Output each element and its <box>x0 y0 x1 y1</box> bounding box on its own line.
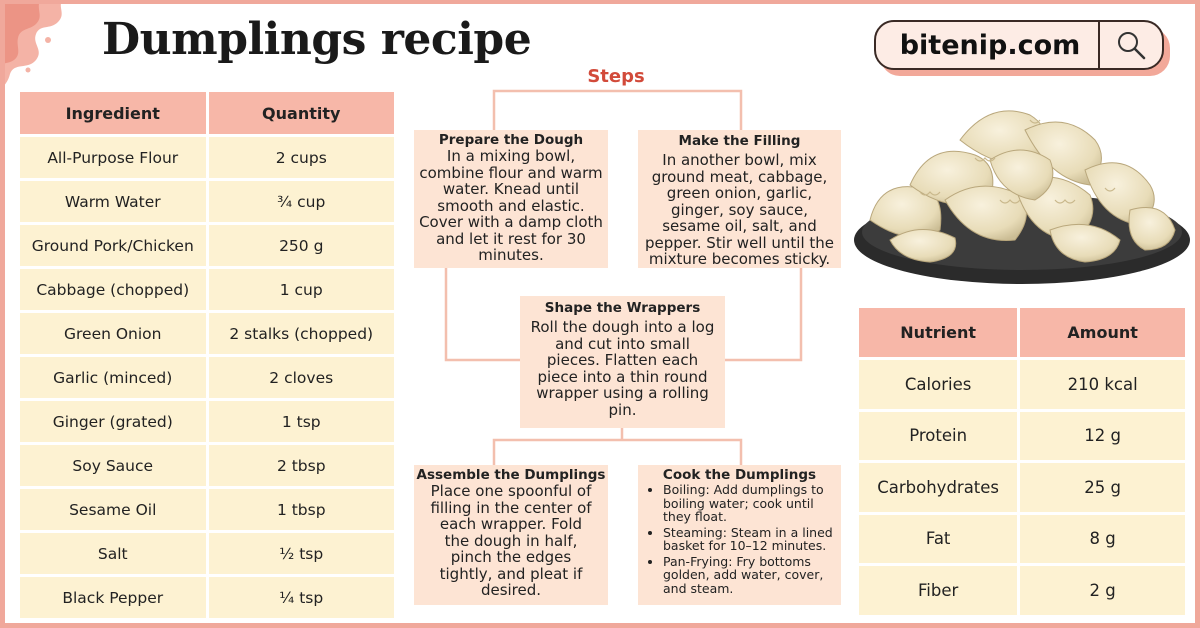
ingredient-value-cell: 1 tsp <box>208 401 394 442</box>
table-row: Ginger (grated)1 tsp <box>20 401 394 442</box>
list-item: Pan-Frying: Fry bottoms golden, add wate… <box>663 554 835 596</box>
step-heading: Make the Filling <box>678 133 801 149</box>
column-header-ingredient: Ingredient <box>20 92 206 134</box>
step-heading: Shape the Wrappers <box>544 300 701 316</box>
step-text: In a mixing bowl, combine flour and warm… <box>419 147 603 264</box>
brand-search-bar[interactable]: bitenip.com <box>874 20 1164 70</box>
corner-splash-decoration <box>0 0 62 90</box>
nutrition-header-row: Nutrient Amount <box>859 308 1185 357</box>
step-text: Place one spoonful of filling in the cen… <box>430 482 592 599</box>
dumplings-plate-image <box>854 110 1190 284</box>
list-item: Steaming: Steam in a lined basket for 10… <box>663 525 835 553</box>
brand-name: bitenip.com <box>899 29 1081 61</box>
ingredient-value-cell: 2 cups <box>208 137 394 178</box>
table-row: Cabbage (chopped)1 cup <box>20 269 394 310</box>
nutrient-name-cell: Calories <box>859 360 1018 409</box>
nutrient-name-cell: Carbohydrates <box>859 463 1018 512</box>
step-shape-wrappers: Shape the Wrappers Roll the dough into a… <box>520 296 725 428</box>
ingredient-value-cell: 1 cup <box>208 269 394 310</box>
ingredient-name-cell: Green Onion <box>20 313 206 354</box>
nutrient-value-cell: 25 g <box>1020 463 1185 512</box>
nutrient-name-cell: Fat <box>859 514 1018 563</box>
step-assemble-dumplings: Assemble the Dumplings Place one spoonfu… <box>414 465 608 605</box>
ingredient-name-cell: Salt <box>20 533 206 574</box>
step-heading: Assemble the Dumplings <box>416 467 606 483</box>
steps-title: Steps <box>587 66 645 87</box>
step-heading: Cook the Dumplings <box>662 467 817 483</box>
ingredient-name-cell: Sesame Oil <box>20 489 206 530</box>
ingredients-header-row: Ingredient Quantity <box>20 92 394 134</box>
page-title: Dumplings recipe <box>102 14 532 65</box>
ingredient-value-cell: 2 tbsp <box>208 445 394 486</box>
search-icon[interactable] <box>1100 22 1162 68</box>
nutrient-name-cell: Protein <box>859 411 1018 460</box>
list-item: Boiling: Add dumplings to boiling water;… <box>663 483 835 524</box>
ingredient-name-cell: All-Purpose Flour <box>20 137 206 178</box>
step-text: Roll the dough into a log and cut into s… <box>530 318 715 419</box>
nutrient-value-cell: 210 kcal <box>1020 360 1185 409</box>
column-header-amount: Amount <box>1020 308 1185 357</box>
ingredient-value-cell: ¾ cup <box>208 181 394 222</box>
ingredient-name-cell: Soy Sauce <box>20 445 206 486</box>
nutrient-name-cell: Fiber <box>859 566 1018 615</box>
ingredient-value-cell: 1 tbsp <box>208 489 394 530</box>
ingredient-name-cell: Garlic (minced) <box>20 357 206 398</box>
step-make-filling: Make the Filling In another bowl, mix gr… <box>638 130 841 268</box>
step-prepare-dough: Prepare the Dough In a mixing bowl, comb… <box>414 130 608 268</box>
nutrient-value-cell: 2 g <box>1020 566 1185 615</box>
step-heading: Prepare the Dough <box>438 132 584 148</box>
ingredient-name-cell: Black Pepper <box>20 577 206 618</box>
ingredient-value-cell: ¼ tsp <box>208 577 394 618</box>
ingredient-value-cell: 2 stalks (chopped) <box>208 313 394 354</box>
column-header-nutrient: Nutrient <box>859 308 1018 357</box>
step-text: In another bowl, mix ground meat, cabbag… <box>644 151 835 268</box>
nutrient-value-cell: 8 g <box>1020 514 1185 563</box>
cook-methods-list: Boiling: Add dumplings to boiling water;… <box>638 483 841 595</box>
ingredient-name-cell: Warm Water <box>20 181 206 222</box>
table-row: Garlic (minced)2 cloves <box>20 357 394 398</box>
ingredient-value-cell: 250 g <box>208 225 394 266</box>
step-cook-dumplings: Cook the Dumplings Boiling: Add dumpling… <box>638 465 841 605</box>
nutrient-value-cell: 12 g <box>1020 411 1185 460</box>
column-header-quantity: Quantity <box>208 92 394 134</box>
brand-divider <box>1098 22 1100 68</box>
ingredient-name-cell: Ginger (grated) <box>20 401 206 442</box>
ingredient-name-cell: Ground Pork/Chicken <box>20 225 206 266</box>
ingredient-name-cell: Cabbage (chopped) <box>20 269 206 310</box>
ingredient-value-cell: 2 cloves <box>208 357 394 398</box>
ingredient-value-cell: ½ tsp <box>208 533 394 574</box>
